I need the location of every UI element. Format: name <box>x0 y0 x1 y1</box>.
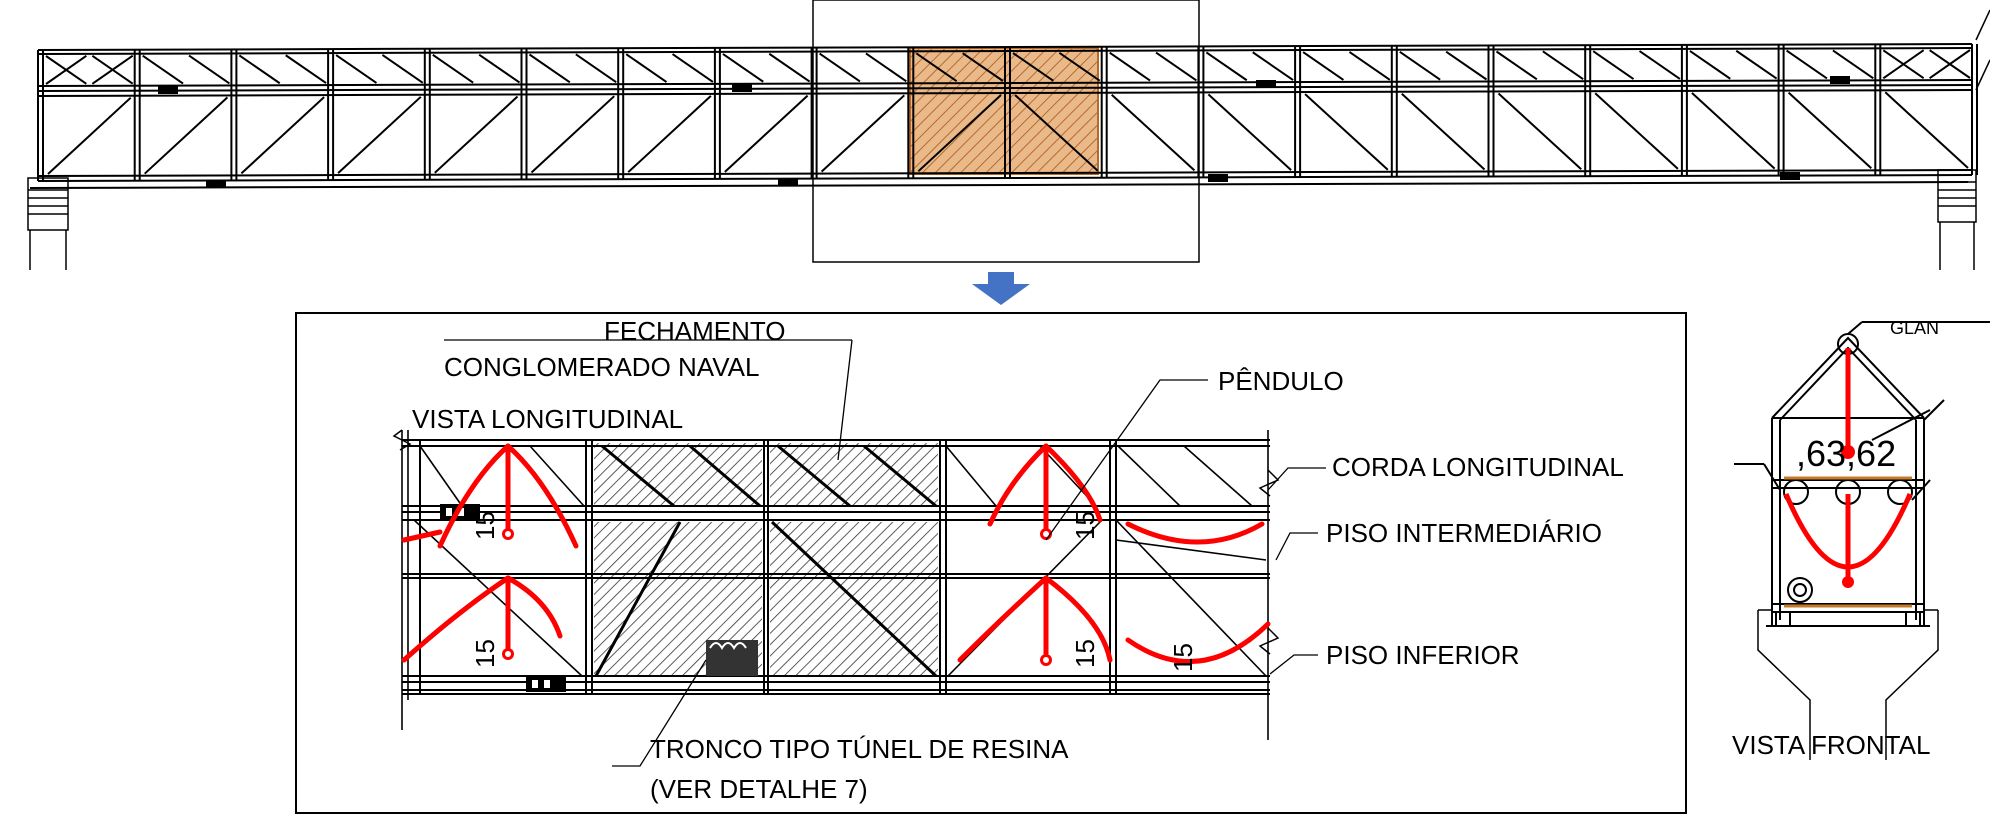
label-conglomerado-naval: CONGLOMERADO NAVAL <box>444 352 759 382</box>
dim-label: 15 <box>1168 643 1198 672</box>
detail-panel-frame <box>295 312 1687 814</box>
truss-member <box>1302 51 1345 81</box>
truss-member <box>1497 92 1582 170</box>
dim-label: 15 <box>1070 511 1100 540</box>
truss-member <box>45 55 87 85</box>
bridge-elevation <box>27 0 1990 270</box>
truss-member <box>335 54 378 84</box>
truss-member <box>724 94 809 173</box>
label-vista-frontal: VISTA FRONTAL <box>1732 730 1930 760</box>
truss-member <box>1495 50 1538 81</box>
truss-member <box>1207 93 1292 171</box>
truss-member <box>381 54 424 84</box>
truss-member <box>820 94 905 173</box>
truss-member <box>1689 50 1731 80</box>
truss-member <box>91 54 134 85</box>
truss-member <box>144 96 229 175</box>
truss-member <box>917 94 1002 173</box>
truss-member <box>1012 52 1054 82</box>
truss-member <box>575 53 617 84</box>
label-piso-inferior: PISO INFERIOR <box>1326 640 1520 670</box>
front-top-partial-label: GLAN <box>1890 318 1939 338</box>
truss-member <box>1399 50 1441 81</box>
truss-member <box>1787 91 1872 170</box>
truss-member <box>1832 49 1874 80</box>
truss-member <box>142 54 184 85</box>
truss-member <box>1594 92 1679 170</box>
dim-label: 15 <box>470 639 500 668</box>
truss-member <box>819 52 861 83</box>
truss-member <box>1058 52 1101 82</box>
front-view: ,63,62 GLAN VISTA FRONTAL <box>1732 318 1990 760</box>
label-ver-detalhe: (VER DETALHE 7) <box>650 774 868 804</box>
truss-member <box>1304 93 1389 171</box>
label-tronco: TRONCO TIPO TÚNEL DE RESINA <box>650 734 1069 764</box>
truss-member <box>915 52 958 82</box>
truss-member <box>1014 94 1099 172</box>
longitudinal-detail: 15 15 15 15 15 <box>392 429 1280 740</box>
truss-member <box>1638 50 1681 80</box>
truss-member <box>671 53 714 83</box>
truss-member <box>1691 92 1776 170</box>
truss-member <box>1348 51 1391 81</box>
truss-member <box>1111 93 1196 172</box>
truss-member <box>1786 49 1828 80</box>
label-piso-intermediario: PISO INTERMEDIÁRIO <box>1326 518 1602 548</box>
truss-member <box>528 53 571 84</box>
truss-member <box>1542 50 1584 81</box>
truss-member <box>530 95 615 174</box>
label-vista-longitudinal: VISTA LONGITUDINAL <box>412 404 683 434</box>
label-fechamento: FECHAMENTO <box>604 316 786 346</box>
truss-member <box>285 54 327 84</box>
truss-member <box>627 95 712 173</box>
truss-member <box>238 54 281 85</box>
front-dims: ,63,62 <box>1796 433 1896 474</box>
truss-member <box>962 52 1004 82</box>
label-corda-longitudinal: CORDA LONGITUDINAL <box>1332 452 1624 482</box>
truss-member <box>1884 91 1969 169</box>
closure-panel <box>770 443 938 505</box>
truss-member <box>432 53 474 84</box>
truss-member <box>768 52 811 83</box>
truss-member <box>625 53 668 83</box>
truss-member <box>1929 49 1971 79</box>
truss-member <box>1592 50 1635 80</box>
truss-member <box>1445 50 1488 81</box>
dim-label: 15 <box>1070 639 1100 668</box>
truss-member <box>188 54 230 85</box>
truss-member <box>47 96 132 175</box>
label-pendulo: PÊNDULO <box>1218 366 1344 396</box>
truss-member <box>1401 93 1486 171</box>
truss-member <box>1735 49 1778 80</box>
truss-member <box>240 96 325 175</box>
truss-member <box>1252 51 1294 81</box>
truss-member <box>1155 51 1197 82</box>
dim-label: 15 <box>470 511 500 540</box>
truss-member <box>1205 51 1248 82</box>
truss-member <box>434 95 519 174</box>
truss-member <box>1882 49 1925 80</box>
truss-member <box>722 53 764 83</box>
down-arrow-icon <box>972 272 1030 305</box>
truss-member <box>865 52 907 83</box>
truss-member <box>478 53 521 84</box>
truss-member <box>1109 51 1151 82</box>
closure-panel <box>594 443 762 505</box>
truss-member <box>337 96 422 174</box>
